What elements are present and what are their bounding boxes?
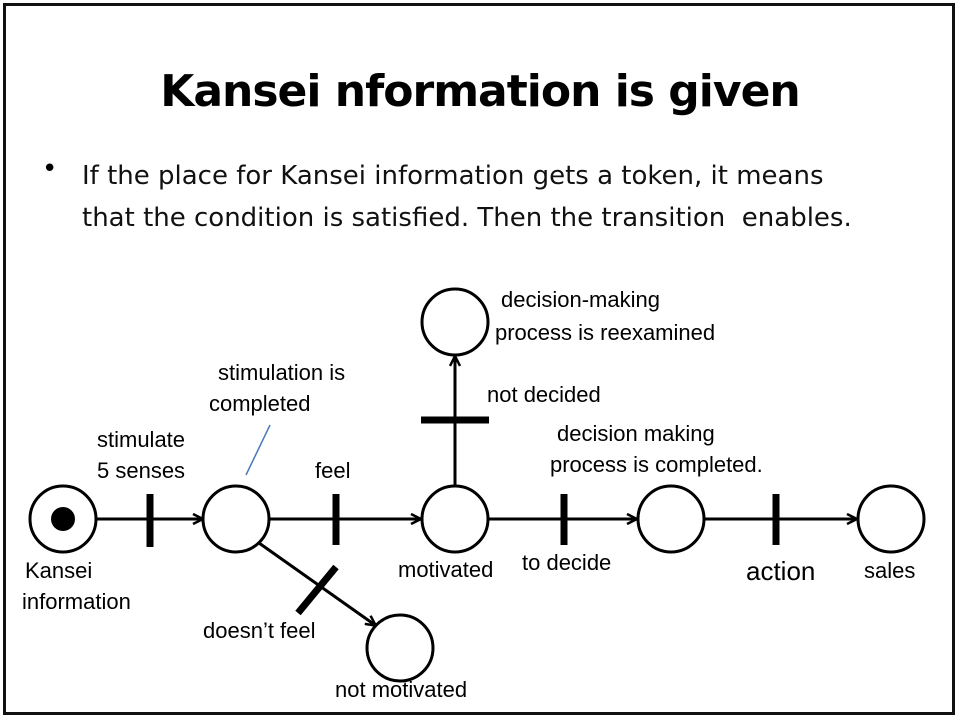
label-stim-completed-line2: completed: [209, 391, 311, 416]
label-kansei-line1: Kansei: [25, 558, 92, 583]
slide-title: Kansei nformation is given: [160, 66, 800, 117]
transition-doesnt-feel: [295, 564, 339, 616]
label-to-decide: to decide: [522, 550, 611, 575]
label-stim-completed-line1: stimulation is: [218, 360, 345, 385]
place-reexamined: [420, 287, 490, 357]
label-dm-completed-line1: decision making: [557, 421, 715, 446]
slide-frame: [3, 3, 955, 715]
label-reexamined-line2: process is reexamined: [495, 320, 715, 345]
label-not-decided: not decided: [487, 382, 601, 407]
place-stimulation-completed: [201, 484, 271, 554]
label-kansei-line2: information: [22, 589, 131, 614]
bullet-line-2: that the condition is satisfied. Then th…: [82, 203, 852, 233]
label-dm-completed-line2: process is completed.: [550, 452, 763, 477]
label-stimulate-line1: stimulate: [97, 427, 185, 452]
label-action: action: [746, 556, 815, 586]
label-reexamined-line1: decision-making: [501, 287, 660, 312]
bullet-line-1: If the place for Kansei information gets…: [82, 161, 824, 191]
label-feel: feel: [315, 458, 350, 483]
bullet-dot: •: [42, 154, 58, 184]
label-sales: sales: [864, 558, 915, 583]
place-motivated: [420, 484, 490, 554]
place-decision-completed: [636, 484, 706, 554]
label-not-motivated: not motivated: [335, 677, 467, 702]
arc-stimcompleted-to-not-motivated: [258, 541, 375, 625]
bullet-paragraph: If the place for Kansei information gets…: [82, 155, 942, 239]
place-not-motivated: [365, 613, 435, 683]
label-stimulate-line2: 5 senses: [97, 458, 185, 483]
label-pointer: [245, 424, 271, 476]
place-sales: [856, 484, 926, 554]
label-motivated: motivated: [398, 557, 493, 582]
label-doesnt-feel: doesn’t feel: [203, 618, 316, 643]
token: [51, 507, 75, 531]
